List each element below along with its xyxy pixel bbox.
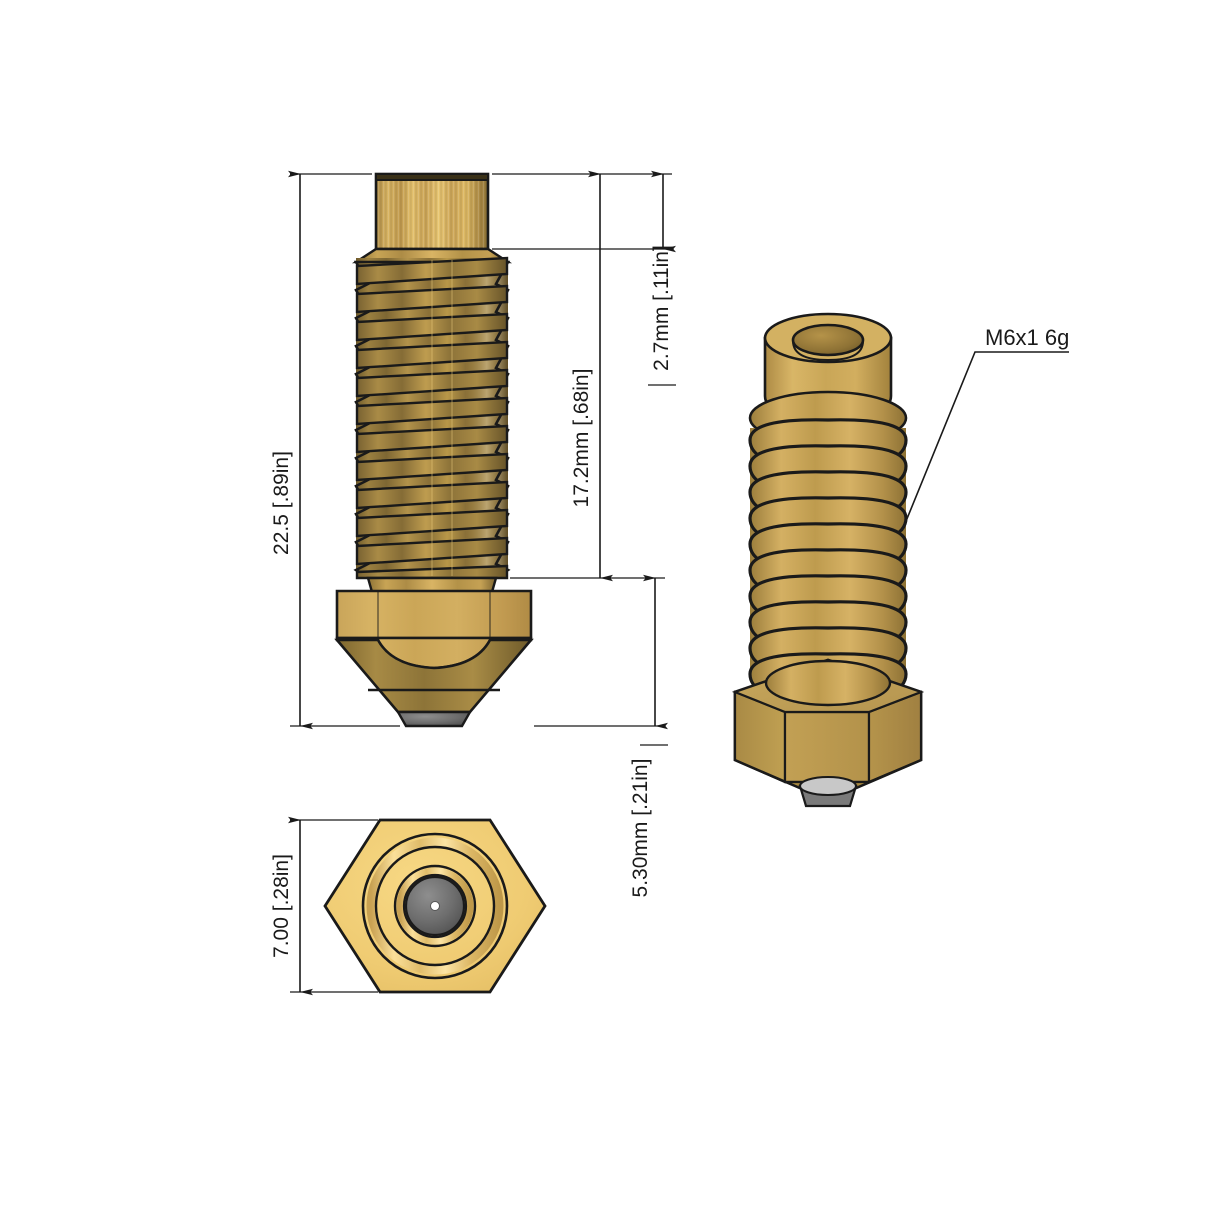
bottom-ring-outer (361, 832, 509, 980)
iso-hex-nut (731, 658, 925, 802)
front-elevation-view: 22.5 [.89in] 17.2mm [.68in] 2.7mm [.11in… (270, 170, 676, 898)
dim-label-hex-height: 5.30mm [.21in] (629, 759, 652, 898)
iso-nozzle-tip (798, 776, 858, 808)
top-cylinder-striations (376, 174, 488, 249)
thread-highlights (431, 260, 453, 576)
bottom-ring-outer-inner-edge (374, 845, 496, 967)
thread-callout: M6x1 6g (901, 325, 1069, 532)
nozzle-orifice-hole (430, 901, 440, 911)
top-cylinder-top-edge (375, 173, 489, 181)
nozzle-cone (334, 638, 534, 728)
callout-leader-line (901, 351, 1069, 532)
hex-flat-face (335, 589, 533, 640)
cone-body (334, 638, 534, 714)
threaded-shaft (353, 256, 511, 580)
bottom-ring-band-outer (366, 837, 504, 975)
dim-label-top-cylinder: 2.7mm [.11in] (650, 245, 673, 371)
iso-tip-top-face (799, 776, 857, 796)
bottom-view-dimension-lines (288, 816, 378, 996)
dim-label-hex-width: 7.00 [.28in] (270, 854, 293, 958)
iso-hex-face-center (783, 710, 871, 784)
iso-hex-shoulder-ring (764, 659, 892, 707)
bottom-ring-mid (393, 864, 477, 948)
bottom-ring-mid-inner-edge (402, 873, 468, 939)
isometric-3d-view: M6x1 6g (731, 312, 1069, 808)
dim-label-overall-length: 22.5 [.89in] (270, 451, 293, 555)
top-cylinder-part (374, 172, 490, 251)
callout-label-thread-spec: M6x1 6g (985, 325, 1069, 350)
iso-bore-inner-wall (792, 340, 864, 362)
front-view-dimension-lines (288, 170, 676, 746)
dim-label-thread-length: 17.2mm [.68in] (570, 369, 593, 508)
bottom-end-view: 7.00 [.28in] (270, 816, 547, 996)
nozzle-tip (395, 710, 473, 728)
iso-bore-opening (791, 323, 865, 357)
bottom-ring-band-inner (396, 867, 474, 945)
